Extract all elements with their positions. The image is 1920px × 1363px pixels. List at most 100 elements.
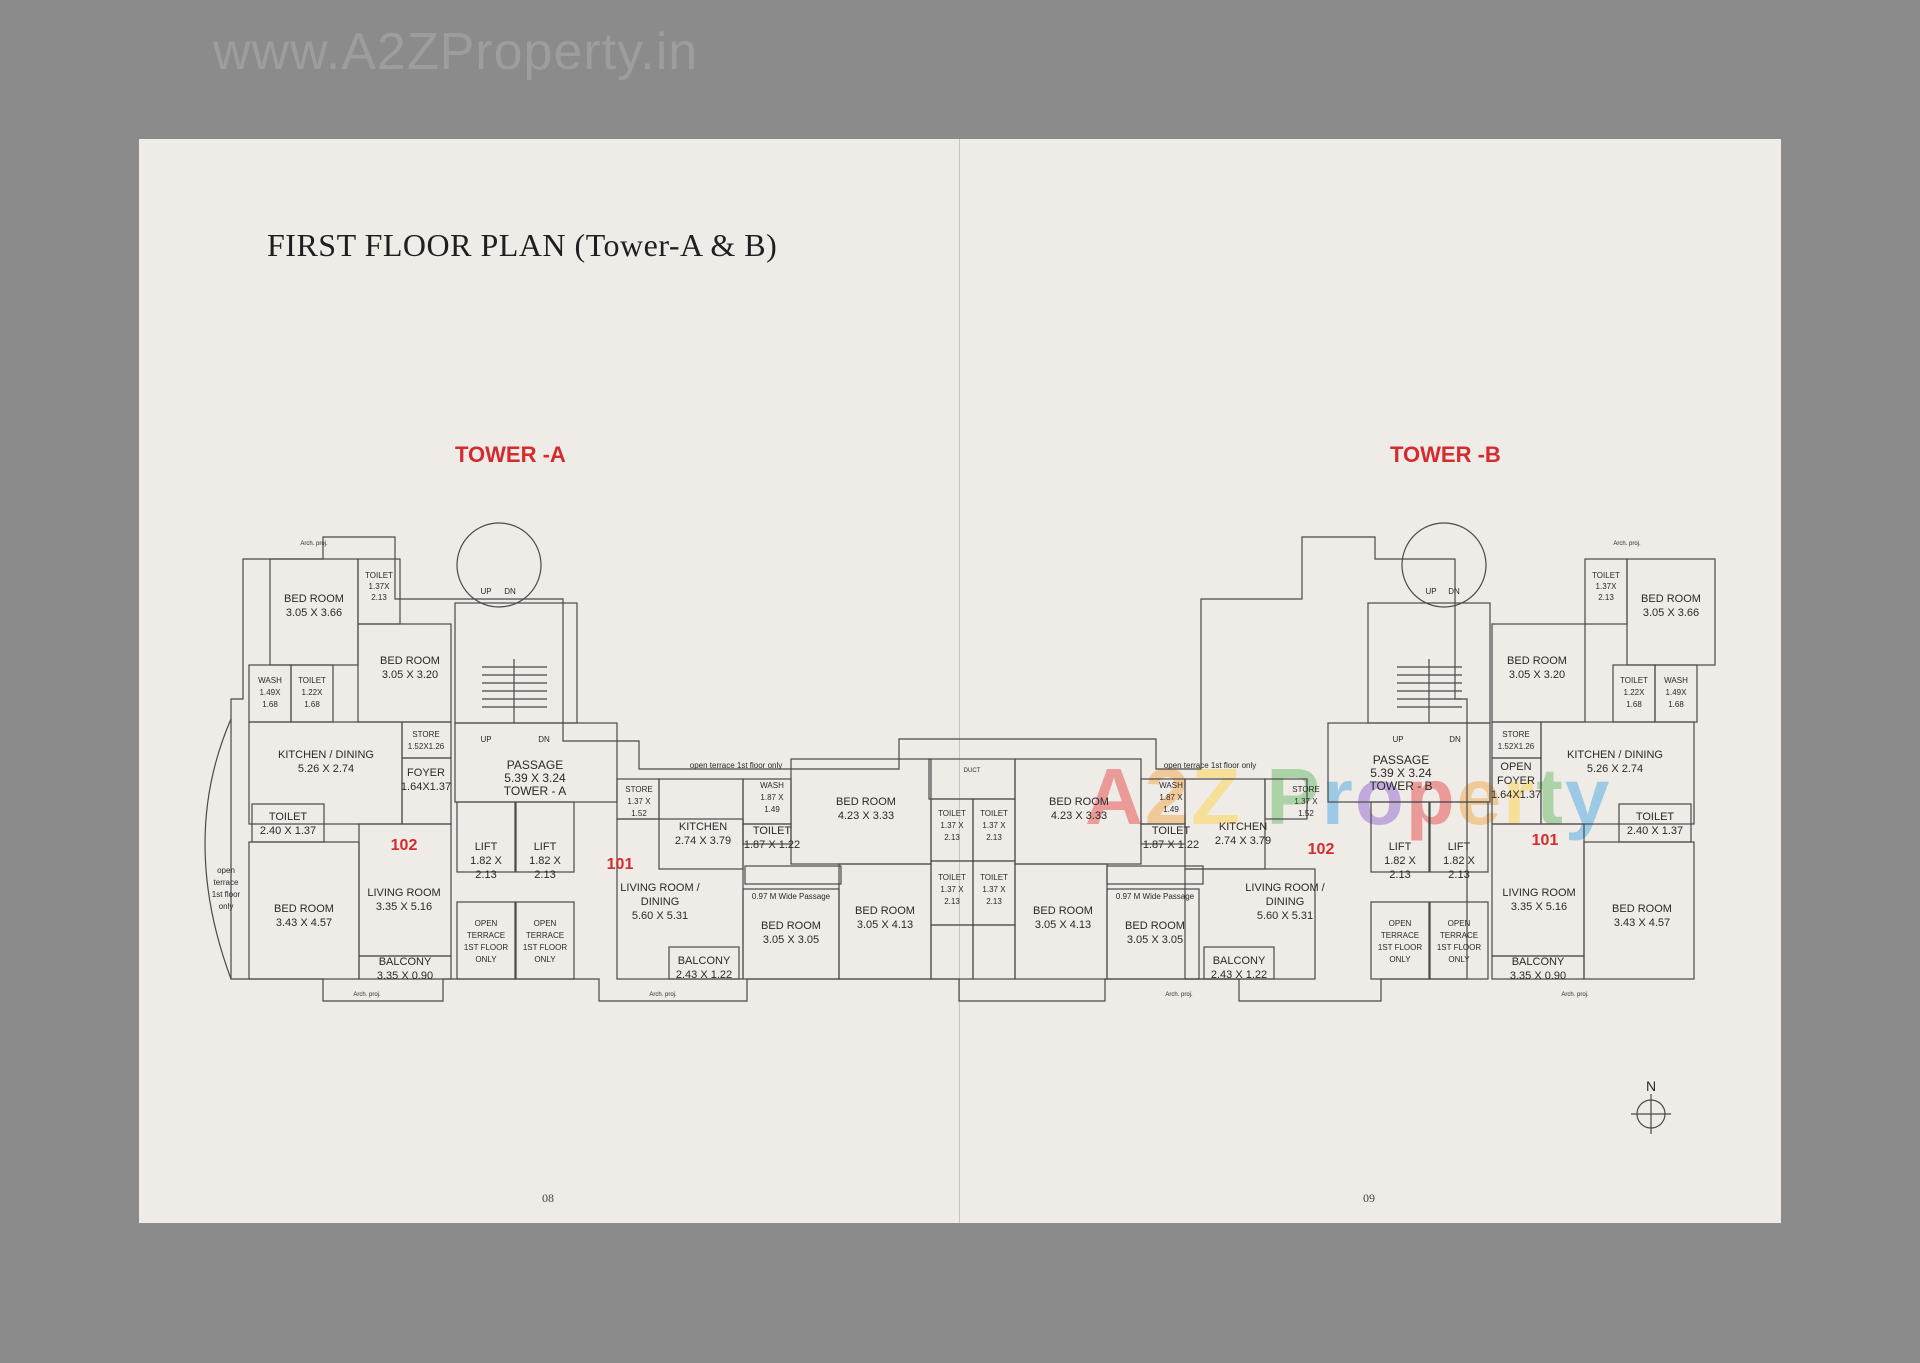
- room-size: 1.64X1.37: [1491, 789, 1541, 801]
- passage-label: 0.97 M Wide Passage: [752, 892, 831, 901]
- room-size: 3.05 X 3.20: [382, 669, 438, 681]
- page-title: FIRST FLOOR PLAN (Tower-A & B): [267, 227, 778, 263]
- room-name: TOILET: [1620, 676, 1648, 685]
- room-name: WASH: [1664, 676, 1688, 685]
- open-terrace-note: open terrace 1st floor only: [1164, 761, 1257, 770]
- room-name: LIVING ROOM /: [1245, 882, 1325, 894]
- room-name: 1ST FLOOR: [1378, 943, 1423, 952]
- arch-proj-label: Arch. proj.: [1561, 992, 1589, 998]
- room-size: 1.37 X: [940, 821, 964, 830]
- room-size: 5.39 X 3.24: [1370, 766, 1432, 780]
- brand-watermark-letter: P: [1266, 752, 1322, 841]
- room-size: 1.37 X: [627, 797, 651, 806]
- room-size: 1.49: [764, 805, 780, 814]
- room-name: BED ROOM: [1049, 796, 1109, 808]
- room-name: BED ROOM: [274, 903, 334, 915]
- room-size: 1.49: [1163, 805, 1179, 814]
- room-name: ONLY: [534, 955, 556, 964]
- room-name: BALCONY: [1213, 955, 1266, 967]
- room-size: 2.43 X 1.22: [1211, 969, 1267, 981]
- room-labels: BED ROOM 3.05 X 3.66 TOILET 1.37X 2.13 B…: [212, 541, 1701, 1094]
- room-size: 1.52X1.26: [1498, 742, 1535, 751]
- room-size: 1.37 X: [982, 885, 1006, 894]
- room-size: 3.05 X 3.05: [763, 934, 819, 946]
- room-size: 5.26 X 2.74: [1587, 763, 1643, 775]
- room-name: OPEN: [1500, 761, 1531, 773]
- room-name: BED ROOM: [284, 593, 344, 605]
- room-name: BED ROOM: [761, 920, 821, 932]
- room-name: TOILET: [298, 676, 326, 685]
- room-size: 3.35 X 5.16: [376, 901, 432, 913]
- room-size: 2.13: [986, 897, 1002, 906]
- brand-watermark-letter: A: [1085, 752, 1145, 841]
- room-size: 1.64X1.37: [401, 781, 451, 793]
- tower-a-label: TOWER -A: [455, 442, 566, 467]
- arch-proj-label: Arch. proj.: [1165, 992, 1193, 998]
- room-size: 1.82 X: [1384, 855, 1416, 867]
- room-name: PASSAGE: [1373, 753, 1429, 767]
- brand-watermark-letter: 2: [1144, 752, 1192, 841]
- room-name: BED ROOM: [855, 905, 915, 917]
- room-size: 3.43 X 4.57: [1614, 917, 1670, 929]
- stair-up-label: UP: [480, 587, 491, 596]
- room-name: TOILET: [365, 571, 393, 580]
- room-name: TERRACE: [1440, 931, 1478, 940]
- room-size: 3.05 X 4.13: [857, 919, 913, 931]
- arch-proj-label: Arch. proj.: [300, 541, 328, 547]
- room-size: 1.68: [1626, 700, 1642, 709]
- passage-label: 0.97 M Wide Passage: [1116, 892, 1195, 901]
- room-name: FOYER: [1497, 775, 1535, 787]
- site-watermark: www.A2ZProperty.in: [213, 23, 699, 81]
- room-size: 2.74 X 3.79: [1215, 835, 1271, 847]
- brochure-spread: FIRST FLOOR PLAN (Tower-A & B) TOWER -A …: [139, 139, 1781, 1223]
- room-name: STORE: [1292, 785, 1319, 794]
- room-name: LIVING ROOM: [1502, 887, 1575, 899]
- room-name: TOILET: [980, 873, 1008, 882]
- page-number-right: 09: [1363, 1191, 1375, 1205]
- floor-plan-drawing: BED ROOM 3.05 X 3.66 TOILET 1.37X 2.13 B…: [204, 522, 1716, 1134]
- room-name: TOWER - A: [504, 784, 566, 798]
- stair-down-label: DN: [1449, 735, 1461, 744]
- room-size: 3.05 X 4.13: [1035, 919, 1091, 931]
- room-name: LIVING ROOM: [367, 887, 440, 899]
- room-name: BED ROOM: [1125, 920, 1185, 932]
- room-name: LIFT: [475, 841, 498, 853]
- room-size: 1.37 X: [1294, 797, 1318, 806]
- room-size: 1.82 X: [1443, 855, 1475, 867]
- open-terrace-note: open terrace 1st floor only: [690, 761, 783, 770]
- room-name: TERRACE: [467, 931, 505, 940]
- room-name: DINING: [1266, 896, 1305, 908]
- flat-number-b-102: 102: [1308, 841, 1335, 858]
- room-size: 4.23 X 3.33: [838, 810, 894, 822]
- stair-up-label: UP: [1392, 735, 1403, 744]
- arch-proj-label: Arch. proj.: [649, 992, 677, 998]
- room-size: 2.13: [944, 897, 960, 906]
- room-name: LIFT: [1389, 841, 1412, 853]
- flat-number-a-102: 102: [391, 837, 418, 854]
- room-name: WASH: [760, 781, 784, 790]
- brand-watermark-letter: e: [1456, 752, 1504, 841]
- room-name: TERRACE: [1381, 931, 1419, 940]
- room-name: BED ROOM: [836, 796, 896, 808]
- room-size: 1.87 X: [1159, 793, 1183, 802]
- room-size: 1.82 X: [529, 855, 561, 867]
- room-size: 1.68: [304, 700, 320, 709]
- room-size: 2.13: [1598, 593, 1614, 602]
- arch-proj-label: Arch. proj.: [1613, 541, 1641, 547]
- room-size: 3.35 X 0.90: [377, 970, 433, 982]
- room-size: 3.43 X 4.57: [276, 917, 332, 929]
- stair-down-label: DN: [538, 735, 550, 744]
- room-size: 1.52: [1298, 809, 1314, 818]
- room-size: 5.39 X 3.24: [504, 771, 566, 785]
- room-name: DINING: [641, 896, 680, 908]
- room-name: TOWER - B: [1369, 779, 1432, 793]
- arch-proj-label: Arch. proj.: [353, 992, 381, 998]
- room-name: TOILET: [1636, 811, 1675, 823]
- room-size: 3.05 X 3.66: [286, 607, 342, 619]
- stair-down-label: DN: [1448, 587, 1460, 596]
- room-name: STORE: [625, 785, 652, 794]
- room-size: 2.13: [371, 593, 387, 602]
- room-size: 3.05 X 3.05: [1127, 934, 1183, 946]
- room-name: ONLY: [1448, 955, 1470, 964]
- room-name: BED ROOM: [1612, 903, 1672, 915]
